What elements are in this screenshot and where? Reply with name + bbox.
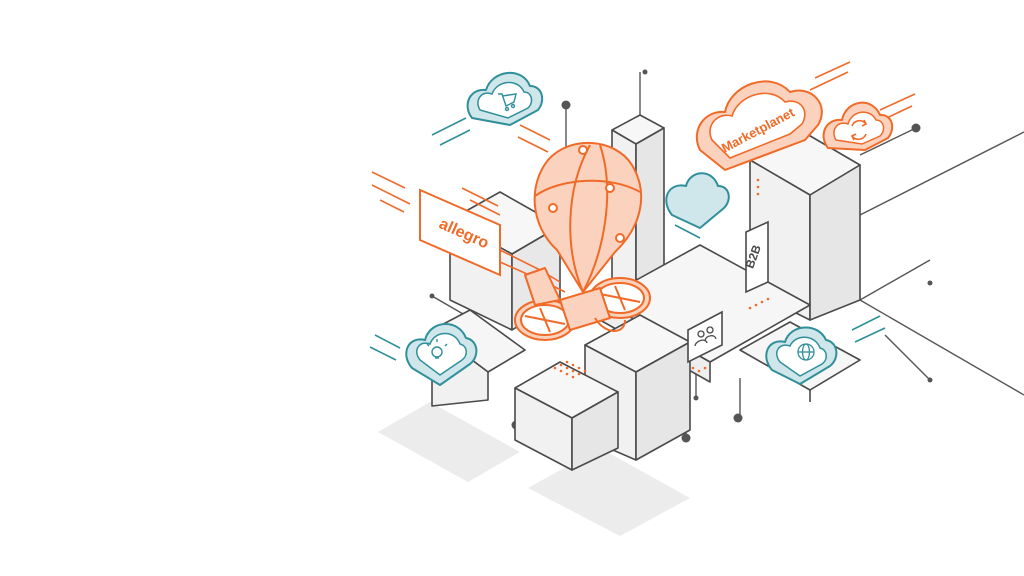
lightbulb-cloud [405, 323, 478, 386]
globe-icon [797, 343, 815, 361]
globe-cloud [765, 326, 838, 385]
b2b-sign: B2B [743, 220, 769, 294]
teal-cloud [665, 172, 730, 229]
cart-icon [498, 93, 517, 112]
refresh-cloud [822, 101, 894, 151]
refresh-icon [850, 119, 868, 141]
speed-lines [369, 61, 916, 361]
marketplanet-cloud: Marketplanet [695, 80, 823, 171]
ground-shadows [378, 402, 690, 536]
drone-icon [514, 141, 651, 341]
users-sign [687, 310, 723, 364]
lightbulb-icon [426, 339, 448, 359]
cart-cloud [466, 71, 544, 126]
users-icon [694, 326, 717, 347]
allegro-flag: allegro [419, 188, 566, 293]
